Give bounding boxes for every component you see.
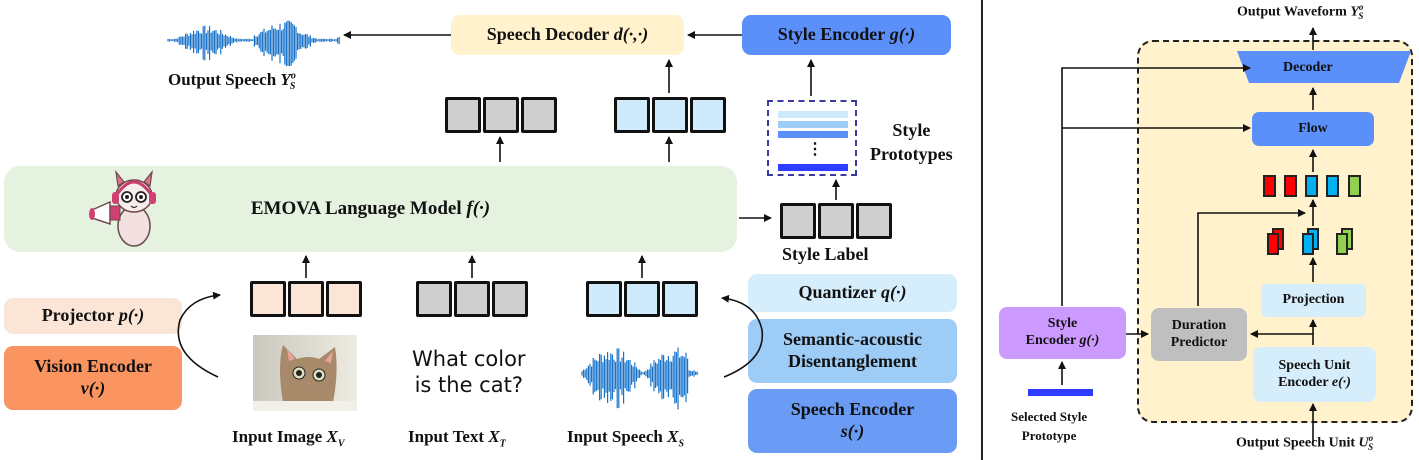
token <box>483 97 519 133</box>
token <box>818 203 854 239</box>
curved-arrow <box>177 291 221 378</box>
token <box>445 97 481 133</box>
token <box>521 97 557 133</box>
token <box>586 281 622 317</box>
unit-green <box>1348 175 1361 197</box>
unit-red-stack <box>1267 233 1279 255</box>
projection-box: Projection <box>1261 284 1366 317</box>
token <box>690 97 726 133</box>
flow-box: Flow <box>1252 112 1374 146</box>
vision-encoder-box: Vision Encoder v(·) <box>4 346 182 410</box>
duration-predictor-box: Duration Predictor <box>1151 308 1247 361</box>
token <box>856 203 892 239</box>
unit-green-stack <box>1336 233 1348 255</box>
output-speech-unit-label: Output Speech Unit UoS <box>1236 433 1374 453</box>
token <box>652 97 688 133</box>
panel-divider <box>981 0 983 460</box>
prototype-bar <box>778 111 848 118</box>
input-speech-label: Input Speech XS <box>567 427 685 450</box>
input-image-label: Input Image XV <box>232 427 345 450</box>
decoder-trapezoid <box>1237 51 1411 83</box>
token <box>250 281 286 317</box>
unit-cyan-stack <box>1302 233 1314 255</box>
decoder-label: Decoder <box>1283 60 1333 75</box>
prototype-bar <box>778 121 848 128</box>
output-speech-waveform-icon <box>167 20 340 66</box>
ellipsis-dots: ⋮ <box>807 141 823 158</box>
unit-red <box>1263 175 1276 197</box>
style-prototypes-label: Style Prototypes <box>870 120 953 164</box>
speech-decoder-box: Speech Decoder d(·,·) <box>451 15 684 55</box>
speech-encoder-box: Speech Encoder s(·) <box>748 389 957 453</box>
token <box>454 281 490 317</box>
semantic-acoustic-disentanglement-box: Semantic-acoustic Disentanglement <box>748 319 957 383</box>
curved-arrow <box>721 294 764 378</box>
arrow <box>1197 209 1306 306</box>
speech-unit-encoder-box: Speech Unit Encoder e(·) <box>1253 347 1376 402</box>
style-encoder-box: Style Encoder g(·) <box>742 15 951 55</box>
selected-style-prototype-label: Selected Style Prototype <box>1011 409 1088 443</box>
token <box>614 97 650 133</box>
style-encoder-right-box: Style Encoder g(·) <box>999 307 1126 359</box>
style-label-text: Style Label <box>782 244 869 264</box>
output-waveform-label: Output Waveform YoS <box>1237 2 1364 22</box>
token <box>624 281 660 317</box>
quantizer-box: Quantizer q(·) <box>748 274 957 312</box>
selected-style-prototype-bar <box>1028 389 1093 396</box>
cat-image <box>253 335 357 411</box>
input-speech-waveform-icon <box>581 347 698 410</box>
unit-red <box>1284 175 1297 197</box>
token <box>492 281 528 317</box>
token <box>780 203 816 239</box>
token <box>326 281 362 317</box>
prototype-bar <box>778 131 848 138</box>
prototype-bar-selected <box>778 164 848 171</box>
arrow <box>1061 64 1251 306</box>
output-speech-label: Output Speech YoS <box>168 70 296 93</box>
unit-cyan <box>1305 175 1318 197</box>
unit-cyan <box>1326 175 1339 197</box>
token <box>662 281 698 317</box>
token <box>288 281 324 317</box>
style-prototypes-box: ⋮ <box>767 100 857 176</box>
token <box>416 281 452 317</box>
input-text-question: What color is the cat? <box>412 347 526 397</box>
projector-box: Projector p(·) <box>4 298 182 334</box>
input-text-label: Input Text XT <box>408 427 506 450</box>
llama-mascot-icon <box>89 169 156 247</box>
